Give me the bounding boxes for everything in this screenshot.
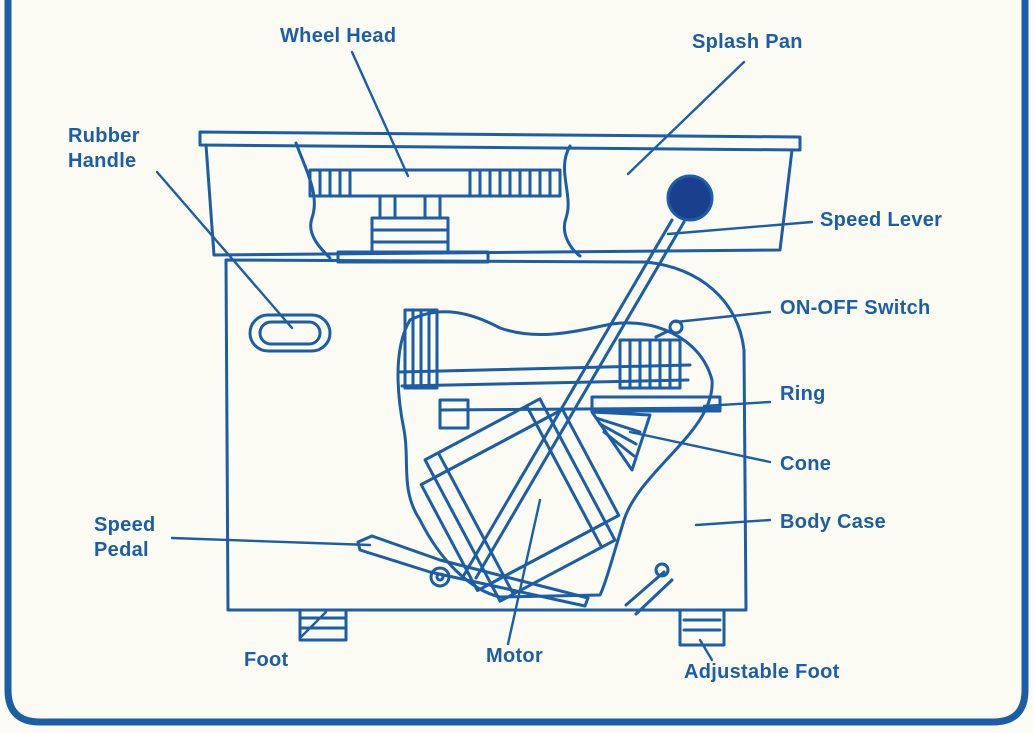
label-speed-pedal: Speed Pedal (94, 514, 156, 561)
leader-cone (628, 430, 772, 464)
label-wheel-head: Wheel Head (280, 25, 397, 47)
label-foot: Foot (244, 649, 289, 671)
leader-speed-lever (666, 220, 814, 236)
pedal-pivot (429, 566, 451, 588)
leader-motor (506, 498, 542, 646)
speed-pedal (356, 534, 590, 608)
speed-lever-knob (666, 174, 714, 222)
drain-pipe (624, 570, 674, 616)
label-adjustable-foot: Adjustable Foot (684, 661, 840, 683)
splash-pan-rim (198, 130, 802, 152)
wheel-shaft (378, 194, 442, 220)
splash-pan-cutaway (294, 141, 582, 260)
motor (419, 397, 621, 603)
label-splash-pan: Splash Pan (692, 31, 803, 53)
label-body-case: Body Case (780, 511, 887, 533)
wheel-bearing (370, 216, 450, 254)
frame-bracket (438, 398, 470, 430)
label-motor: Motor (486, 645, 544, 667)
body-case (224, 258, 748, 612)
rubber-handle (248, 313, 332, 353)
leader-ring (702, 400, 772, 408)
drive-belt (398, 363, 692, 388)
leader-adjustable-foot (698, 638, 714, 662)
leader-speed-pedal (170, 536, 372, 547)
speed-lever (462, 218, 674, 577)
wheel-head-teeth (318, 168, 552, 198)
leader-wheel-head (350, 50, 410, 178)
wheel-head (308, 168, 562, 198)
label-on-off-switch: ON-OFF Switch (780, 297, 931, 319)
splash-pan (204, 143, 794, 257)
leader-on-off-switch (674, 310, 772, 324)
label-ring: Ring (780, 383, 826, 405)
adjustable-foot (678, 608, 726, 647)
leader-splash-pan (626, 60, 746, 176)
leader-rubber-handle (155, 170, 294, 330)
leader-foot (298, 610, 328, 640)
label-speed-lever: Speed Lever (820, 209, 943, 231)
label-rubber-handle: Rubber Handle (68, 125, 140, 172)
foot (298, 608, 348, 642)
cutaway-opening (396, 310, 714, 599)
label-cone: Cone (780, 453, 832, 475)
cone (590, 410, 652, 472)
page-frame (4, 0, 1029, 726)
leader-body-case (694, 518, 772, 527)
